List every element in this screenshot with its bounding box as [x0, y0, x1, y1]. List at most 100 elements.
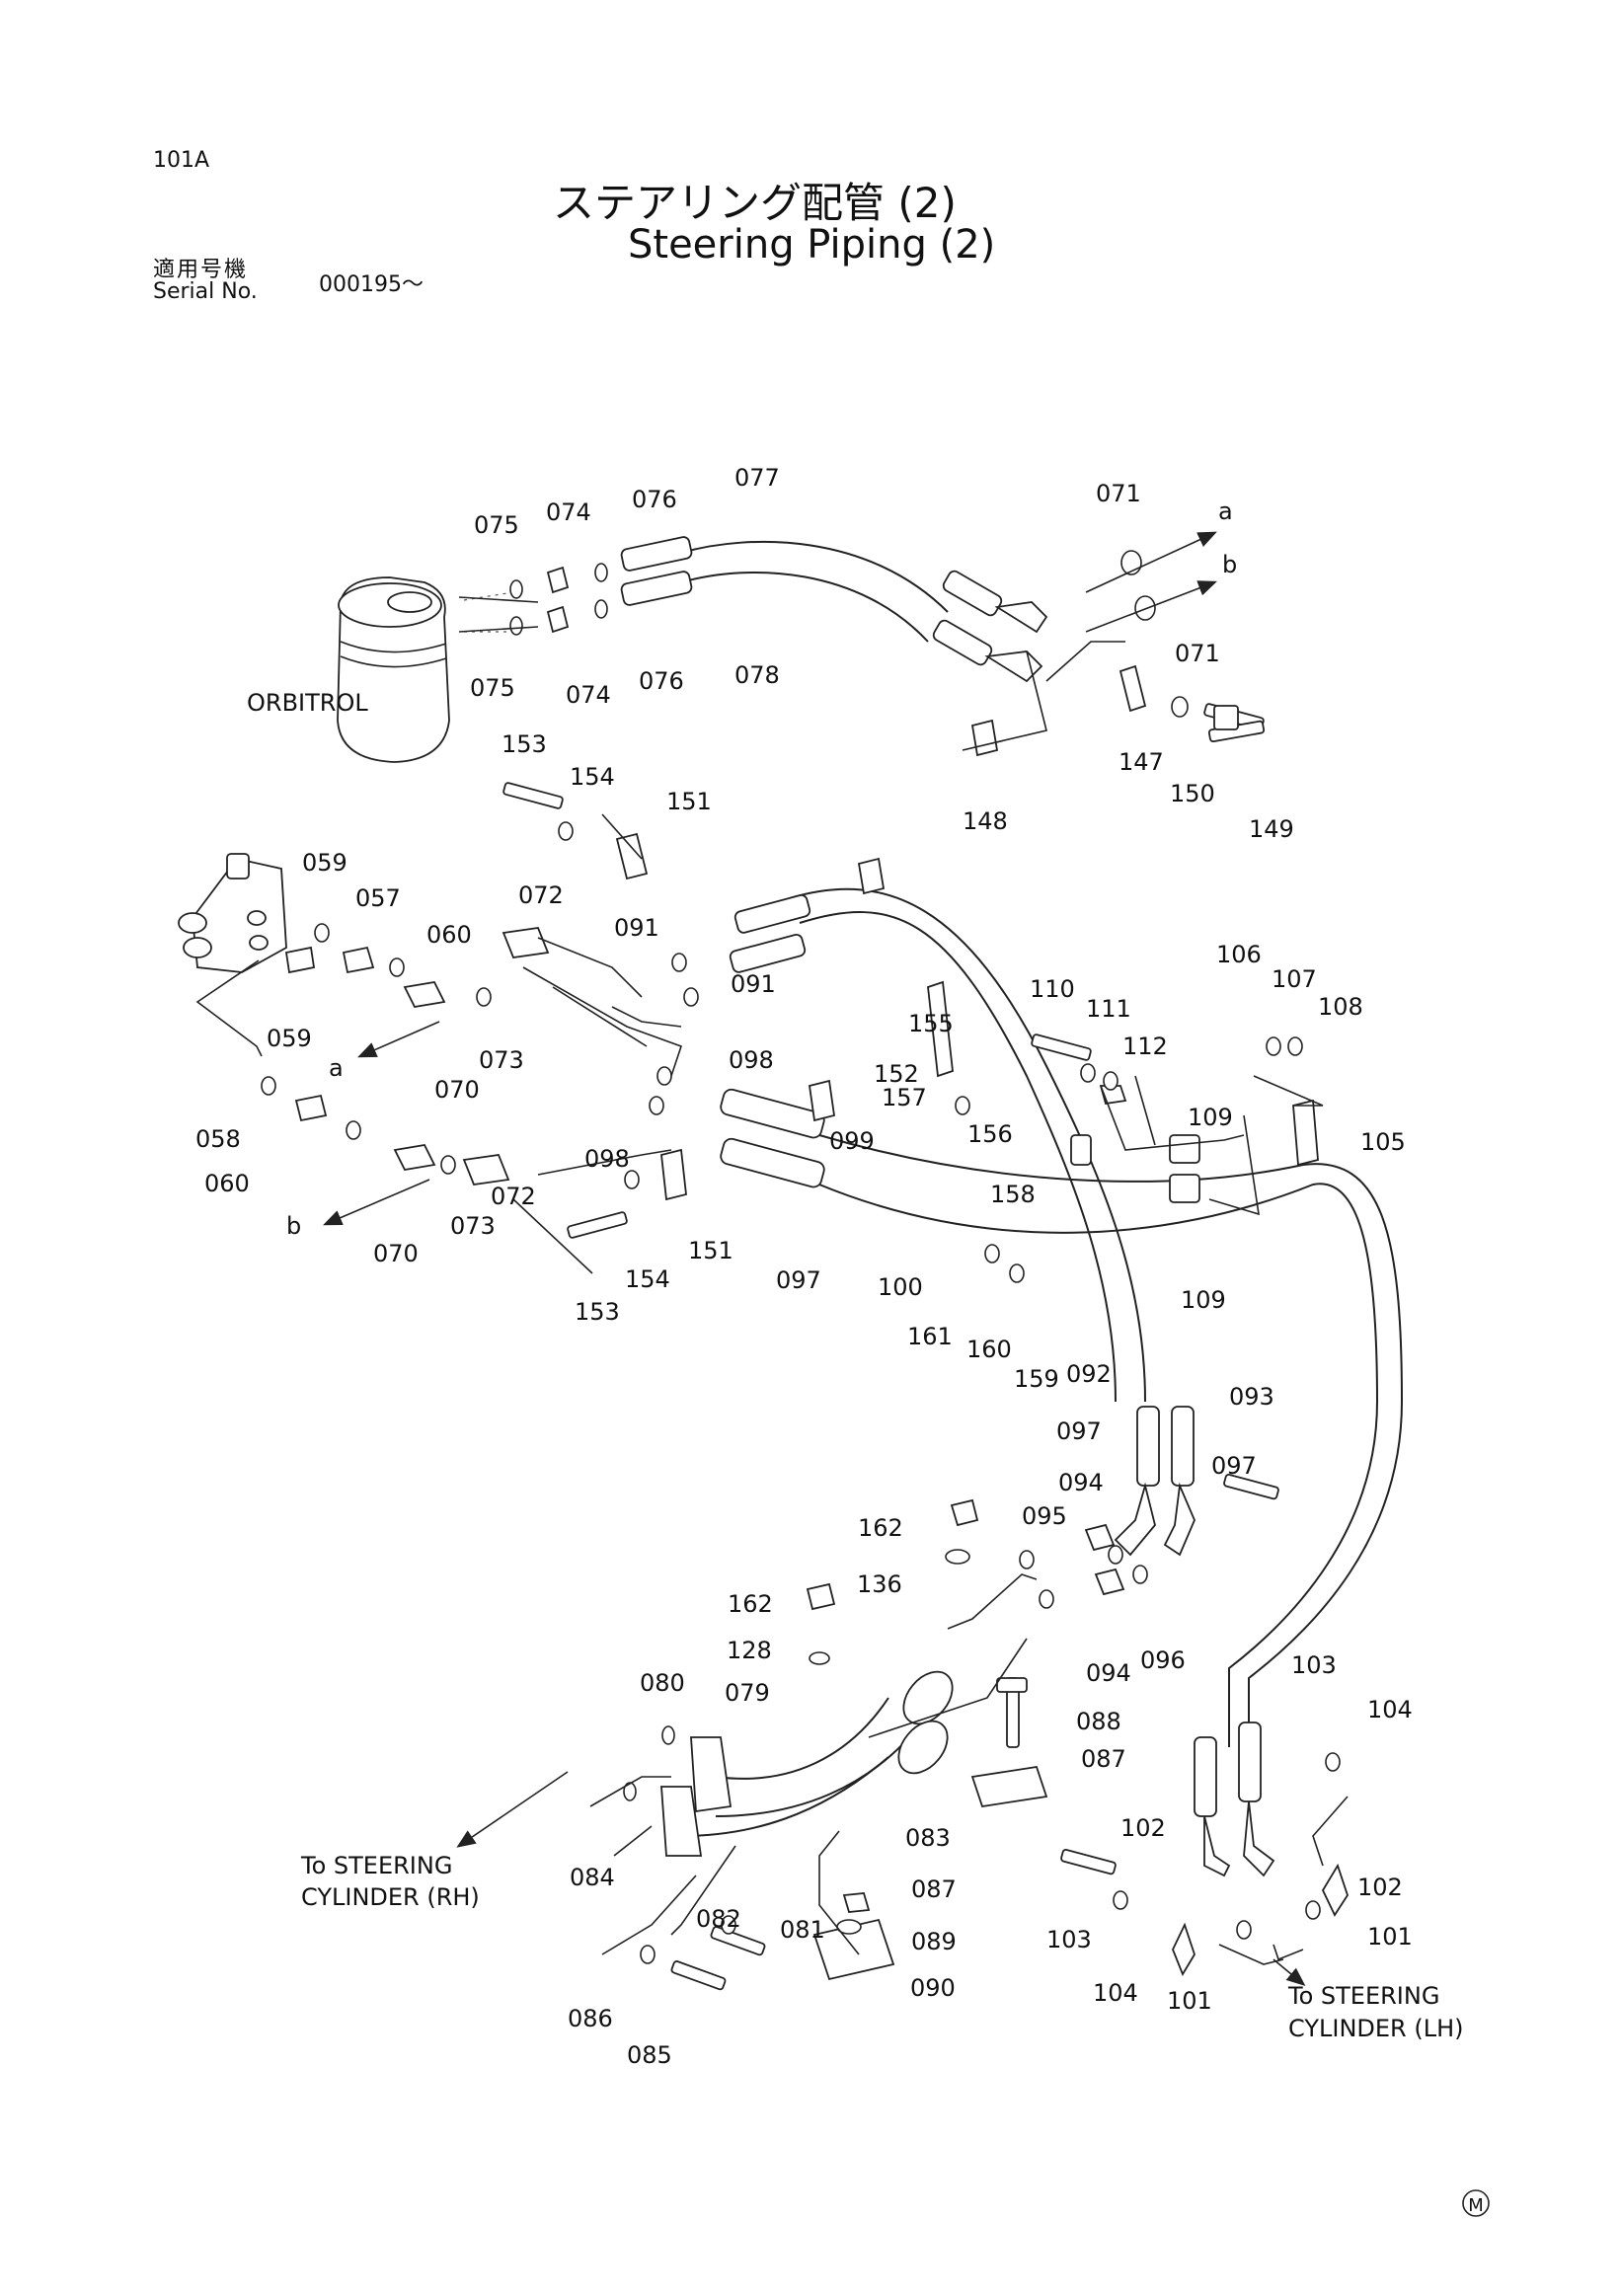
- part-number-089: 089: [911, 1928, 957, 1955]
- assembly-lines: [195, 596, 1349, 1965]
- part-number-151: 151: [666, 788, 712, 815]
- part-number-155: 155: [908, 1010, 954, 1037]
- part-number-098: 098: [584, 1145, 630, 1173]
- part-number-110: 110: [1030, 975, 1075, 1003]
- part-number-099: 099: [829, 1127, 875, 1155]
- part-number-108: 108: [1318, 993, 1363, 1021]
- part-number-073: 073: [450, 1212, 496, 1240]
- part-number-109: 109: [1188, 1104, 1233, 1131]
- part-number-098: 098: [729, 1046, 774, 1074]
- part-number-081: 081: [780, 1916, 825, 1944]
- part-number-092: 092: [1066, 1360, 1112, 1388]
- part-number-107: 107: [1272, 965, 1317, 993]
- part-number-154: 154: [570, 763, 615, 791]
- part-number-071: 071: [1175, 640, 1220, 667]
- orbitrol-unit: [337, 576, 514, 763]
- m-mark-circle: [1462, 2189, 1490, 2217]
- part-number-076: 076: [632, 486, 677, 513]
- part-number-156: 156: [967, 1120, 1013, 1148]
- part-number-153: 153: [575, 1298, 620, 1326]
- part-number-075: 075: [470, 674, 515, 702]
- part-number-060: 060: [204, 1170, 250, 1197]
- part-number-073: 073: [479, 1046, 524, 1074]
- lh-cylinder-label-line2: CYLINDER (LH): [1288, 2015, 1464, 2042]
- part-number-160: 160: [966, 1336, 1012, 1363]
- part-number-075: 075: [474, 511, 519, 539]
- rh-cylinder-label-line2: CYLINDER (RH): [301, 1883, 480, 1911]
- part-number-091: 091: [731, 970, 776, 998]
- part-number-095: 095: [1022, 1502, 1067, 1530]
- part-number-086: 086: [568, 2005, 613, 2032]
- page-title-japanese: ステアリング配管 (2): [553, 179, 957, 227]
- part-number-150: 150: [1170, 780, 1215, 807]
- part-number-151: 151: [688, 1237, 733, 1264]
- part-number-059: 059: [267, 1025, 312, 1052]
- part-number-106: 106: [1216, 941, 1262, 968]
- part-number-058: 058: [195, 1125, 241, 1153]
- direction-arrows: [323, 531, 1306, 1987]
- part-number-147: 147: [1119, 748, 1164, 776]
- part-number-101: 101: [1167, 1987, 1212, 2015]
- part-number-109: 109: [1181, 1286, 1226, 1314]
- part-number-104: 104: [1093, 1979, 1138, 2007]
- part-number-079: 079: [725, 1679, 770, 1707]
- serial-label-japanese: 適用号機: [153, 258, 249, 282]
- part-number-080: 080: [640, 1669, 685, 1697]
- part-number-082: 082: [696, 1905, 741, 1933]
- part-number-097: 097: [1056, 1417, 1102, 1445]
- part-number-157: 157: [882, 1084, 927, 1111]
- lh-cylinder-label-line1: To STEERING: [1287, 1982, 1439, 2010]
- part-number-100: 100: [878, 1273, 923, 1301]
- part-number-128: 128: [727, 1637, 772, 1664]
- part-number-057: 057: [355, 884, 401, 912]
- page-title-english: Steering Piping (2): [628, 222, 996, 268]
- rh-cylinder-label-line1: To STEERING: [300, 1852, 452, 1879]
- page-code: 101A: [153, 148, 210, 173]
- part-number-090: 090: [910, 1974, 956, 2002]
- part-number-076: 076: [639, 667, 684, 695]
- part-number-148: 148: [963, 807, 1008, 835]
- arrow-label-b-top: b: [1222, 551, 1237, 578]
- hose-routes: [620, 536, 1404, 1837]
- part-number-097: 097: [776, 1266, 821, 1294]
- part-number-059: 059: [302, 849, 347, 877]
- bolts-and-fittings: [284, 566, 1279, 1991]
- part-number-083: 083: [905, 1824, 951, 1852]
- part-number-085: 085: [627, 2041, 672, 2069]
- part-number-154: 154: [625, 1265, 670, 1293]
- part-number-072: 072: [518, 881, 564, 909]
- arrow-label-a-left: a: [329, 1054, 344, 1082]
- part-number-103: 103: [1291, 1651, 1337, 1679]
- part-number-153: 153: [501, 730, 547, 758]
- m-mark: M: [1468, 2195, 1484, 2216]
- part-number-087: 087: [911, 1875, 957, 1903]
- part-number-096: 096: [1140, 1646, 1186, 1674]
- part-number-152: 152: [874, 1060, 919, 1088]
- part-number-094: 094: [1058, 1469, 1104, 1496]
- part-number-162: 162: [858, 1514, 903, 1542]
- part-number-060: 060: [426, 921, 472, 949]
- part-number-078: 078: [734, 661, 780, 689]
- part-number-111: 111: [1086, 995, 1131, 1023]
- part-number-161: 161: [907, 1323, 953, 1350]
- part-number-136: 136: [857, 1570, 902, 1598]
- part-number-104: 104: [1367, 1696, 1413, 1723]
- part-number-103: 103: [1046, 1926, 1092, 1953]
- part-number-097: 097: [1211, 1452, 1257, 1480]
- part-number-112: 112: [1122, 1033, 1168, 1060]
- arrow-label-b-left: b: [286, 1212, 301, 1240]
- arrow-label-a-top: a: [1218, 497, 1233, 525]
- part-number-071: 071: [1096, 480, 1141, 507]
- part-number-105: 105: [1360, 1128, 1406, 1156]
- part-number-102: 102: [1357, 1874, 1403, 1901]
- part-number-087: 087: [1081, 1745, 1126, 1773]
- part-number-084: 084: [570, 1864, 615, 1891]
- part-number-162: 162: [728, 1590, 773, 1618]
- part-number-070: 070: [373, 1240, 419, 1267]
- part-number-093: 093: [1229, 1383, 1274, 1411]
- part-number-102: 102: [1120, 1814, 1166, 1842]
- part-number-077: 077: [734, 464, 780, 492]
- o-rings-washers: [261, 550, 1341, 1964]
- hose-fittings: [660, 893, 1275, 1877]
